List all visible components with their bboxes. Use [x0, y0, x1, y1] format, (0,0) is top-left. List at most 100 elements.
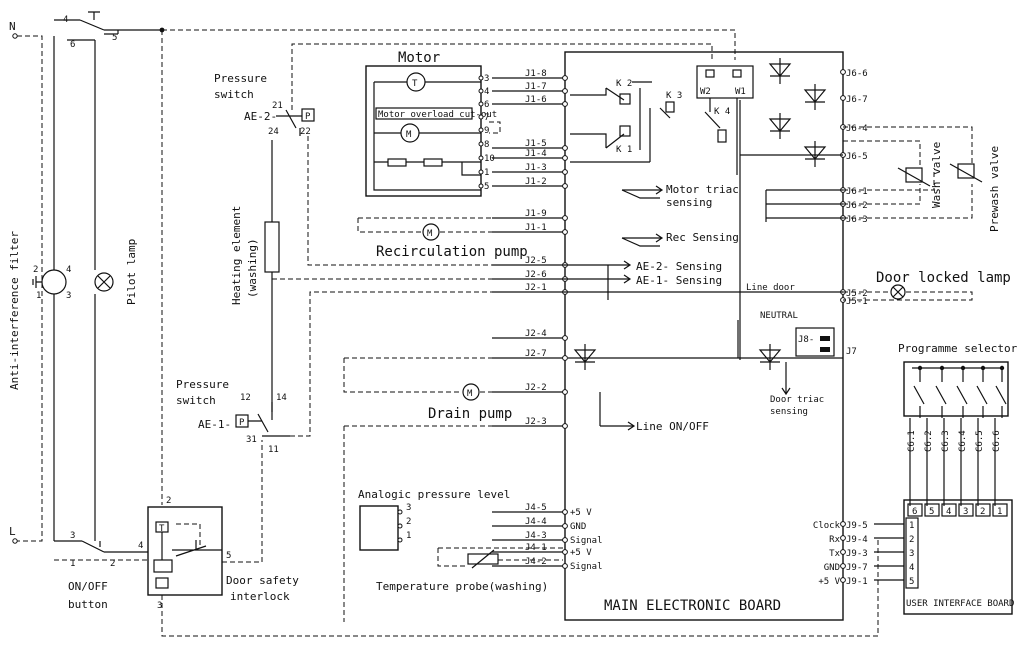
- motor-internals: T Motor overload cut-out M: [373, 72, 497, 191]
- connector-pin: [562, 75, 568, 81]
- svg-text:M: M: [406, 130, 412, 140]
- motor-terminal-1: 1: [484, 168, 489, 178]
- connector-j4-1: J4-1: [525, 543, 547, 553]
- bottom-return-wire: [161, 540, 879, 637]
- j9-signal-3: GND: [824, 563, 840, 573]
- connector-j5-2: J5-2: [846, 289, 868, 299]
- connector-pin: [562, 355, 568, 361]
- pressure-switch-bottom-label-2: switch: [176, 394, 216, 407]
- svg-text:3: 3: [66, 291, 71, 301]
- connector-j1-7: J1-7: [525, 82, 547, 92]
- motor-terminal-5: 5: [484, 182, 489, 192]
- drain-feed-wire: [343, 357, 563, 622]
- recirculation-pump-label: Recirculation pump: [376, 244, 528, 260]
- programme-selector: [903, 361, 1009, 417]
- board-right-connectors: J6-6J6-7J6-4J6-5J6-1J6-2J6-3J5-2J5-1J9-5…: [840, 69, 868, 587]
- svg-text:K 3: K 3: [666, 91, 682, 101]
- connector-pin: [840, 577, 846, 583]
- connector-j2-4: J2-4: [525, 329, 547, 339]
- selector-switch-0: [913, 365, 925, 418]
- door-safety-interlock: T 2 4 5 3: [138, 496, 231, 611]
- connector-pin: [562, 423, 568, 429]
- connector-j1-5: J1-5: [525, 139, 547, 149]
- w1-w2-block: W2 W1: [696, 65, 754, 175]
- connector-j1-2: J1-2: [525, 177, 547, 187]
- motor-terminal-9: 9: [484, 126, 489, 136]
- main-board-label: MAIN ELECTRONIC BOARD: [604, 598, 781, 614]
- sensing-arrows: [563, 185, 791, 431]
- connector-j6-2: J6-2: [846, 201, 868, 211]
- svg-text:T: T: [159, 524, 165, 534]
- analogic-pressure-sensor: [359, 505, 399, 551]
- ui-top-pin-box: [992, 503, 1008, 517]
- svg-text:M: M: [427, 229, 433, 239]
- analogic-pin-3: 3: [406, 503, 411, 513]
- connector-j6-4: J6-4: [846, 124, 868, 134]
- connector-j1-1: J1-1: [525, 223, 547, 233]
- pressure-switch-top-label: Pressure: [214, 72, 267, 85]
- temperature-probe-icon: [437, 547, 563, 569]
- valve-wiring: [843, 126, 973, 219]
- user-interface-board: [903, 499, 1013, 615]
- line-onoff-label: Line ON/OFF: [636, 420, 709, 433]
- motor-terminal-pin: [478, 127, 484, 133]
- connector-j6-5: J6-5: [846, 152, 868, 162]
- ui-side-header: [905, 517, 919, 589]
- svg-text:2: 2: [166, 496, 171, 506]
- analogic-pin: [397, 509, 403, 515]
- motor-terminal-6: 6: [484, 100, 489, 110]
- selector-switch-3: [976, 365, 988, 418]
- programme-selector-switches: [912, 365, 1007, 418]
- ui-top-pin-2: 2: [980, 507, 985, 517]
- motor-terminal-pin: [478, 114, 484, 120]
- line-door-label: Line door: [746, 283, 795, 293]
- svg-text:31: 31: [246, 435, 257, 445]
- motor-terminal-pin: [478, 101, 484, 107]
- anti-interference-filter-label: Anti-interference filter: [8, 231, 21, 390]
- svg-text:P: P: [239, 418, 245, 428]
- relay-block: K 2 K 1 K 3 K 4: [570, 79, 730, 163]
- connector-pin: [562, 549, 568, 555]
- valve-triac-wiring: [739, 100, 843, 360]
- door-safety-label: Door safety: [226, 574, 299, 587]
- connector-pin: [840, 521, 846, 527]
- prewash-valve-label: Prewash valve: [988, 146, 1001, 232]
- door-triac-label-2: sensing: [770, 407, 808, 417]
- svg-text:1: 1: [70, 559, 75, 569]
- ui-top-pin-box: [907, 503, 923, 517]
- connector-j9-3: J9-3: [846, 549, 868, 559]
- svg-text:J8-: J8-: [798, 335, 814, 345]
- connector-j9-5: J9-5: [846, 521, 868, 531]
- triac-1: [803, 84, 827, 110]
- onoff-button-label: ON/OFF: [68, 580, 108, 593]
- connector-pin: [562, 509, 568, 515]
- connector-j6-1: J6-1: [846, 187, 868, 197]
- analogic-pin-1: 1: [406, 531, 411, 541]
- svg-text:5: 5: [112, 33, 117, 43]
- triac-0: [768, 58, 792, 84]
- connector-pin: [562, 537, 568, 543]
- connector-pin: [840, 95, 846, 101]
- heating-element-label: Heating element: [230, 206, 243, 305]
- door-locked-lamp-icon: [890, 284, 906, 300]
- j9-signal-2: Tx: [829, 549, 840, 559]
- n-terminal: [12, 33, 18, 39]
- motor-triac-label-2: sensing: [666, 196, 712, 209]
- ui-top-pin-1: 1: [997, 507, 1002, 517]
- connector-j1-8: J1-8: [525, 69, 547, 79]
- motor-block: [365, 65, 482, 197]
- connector-j9-4: J9-4: [846, 535, 868, 545]
- svg-text:24: 24: [268, 127, 279, 137]
- line-wire: [104, 29, 162, 34]
- connector-j2-6: J2-6: [525, 270, 547, 280]
- connector-j6-6: J6-6: [846, 69, 868, 79]
- svg-text:2: 2: [110, 559, 115, 569]
- ui-top-pin-6: 6: [912, 507, 917, 517]
- analogic-pin: [397, 537, 403, 543]
- motor-terminal-pin: [478, 169, 484, 175]
- connector-pin: [840, 549, 846, 555]
- svg-text:4: 4: [66, 265, 71, 275]
